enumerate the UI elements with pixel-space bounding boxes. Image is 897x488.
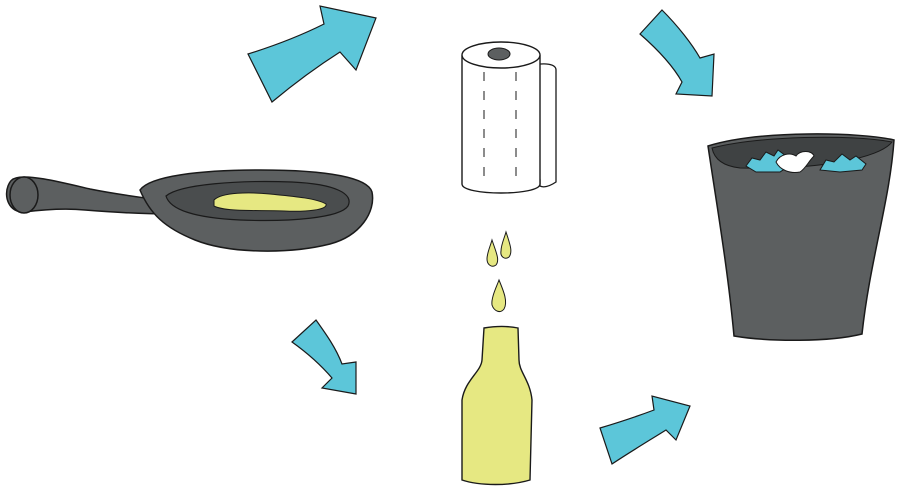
oil-drop-1 [487,240,498,266]
oil-bottle [462,327,532,485]
arrow-pan-to-bottle [292,320,356,394]
oil-drop-3 [492,280,506,312]
arrow-towel-to-bin [640,10,714,96]
trash-bin-icon [708,134,894,340]
arrow-bottle-to-bin [600,396,690,464]
oil-drop-2 [501,232,511,258]
arrow-pan-to-towel [248,6,376,102]
oil-bottle-icon [462,232,532,485]
paper-towel-roll-icon [462,42,556,193]
paper-towel-core [488,48,510,60]
pan-handle-cap [10,177,38,213]
frying-pan-with-oil-icon [7,170,373,251]
paper-towel-body [462,47,540,193]
